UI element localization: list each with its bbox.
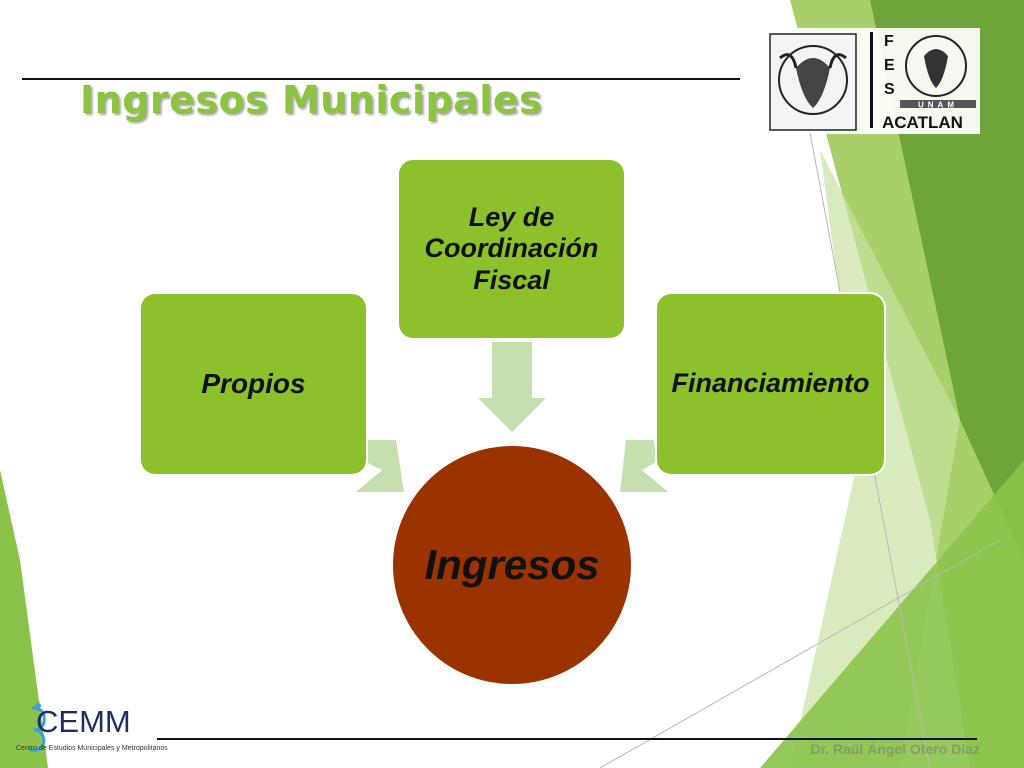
fes-campus-name: ACATLAN (882, 113, 963, 132)
arrow-right-source (620, 440, 668, 492)
top-rule (22, 78, 740, 80)
cemm-symbol-icon (29, 706, 46, 752)
fes-seal-icon (905, 35, 967, 97)
box-propios-label: Propios (201, 367, 306, 399)
cemm-subtitle: Centro de Estudios Municipales y Metropo… (16, 745, 168, 752)
unam-wordmark: UNAM (918, 101, 958, 110)
fes-letter-f: F (884, 33, 894, 50)
box-propios: Propios (141, 294, 366, 474)
box-ley-coordinacion-fiscal: Ley de Coordinación Fiscal (399, 160, 624, 338)
deco-line (599, 539, 1001, 768)
deco-right-band-dark (870, 0, 1024, 560)
box-ley-label: Ley de Coordinación Fiscal (424, 202, 599, 295)
circle-ingresos-label: Ingresos (424, 541, 600, 588)
fes-acatlan-logo: F E S UNAM ACATLAN (766, 28, 980, 134)
arrow-down (478, 342, 546, 432)
cemm-logo-mark (12, 700, 46, 758)
fes-letter-s: S (884, 81, 895, 98)
arrow-left-source (356, 440, 404, 492)
circle-ingresos: Ingresos (393, 446, 631, 684)
bottom-rule (157, 738, 977, 740)
fes-letter-e: E (884, 57, 895, 74)
author-footer: Dr. Raúl Ángel Otero Díaz (810, 741, 980, 757)
cemm-name: CEMM (36, 704, 131, 739)
deco-bottom-right-triangle (760, 460, 1024, 768)
box-financiamiento-label: Financiamiento (671, 368, 870, 399)
box-financiamiento: Financiamiento (657, 294, 884, 474)
slide-title: Ingresos Municipales (80, 78, 543, 122)
deco-left-sliver (0, 470, 48, 768)
